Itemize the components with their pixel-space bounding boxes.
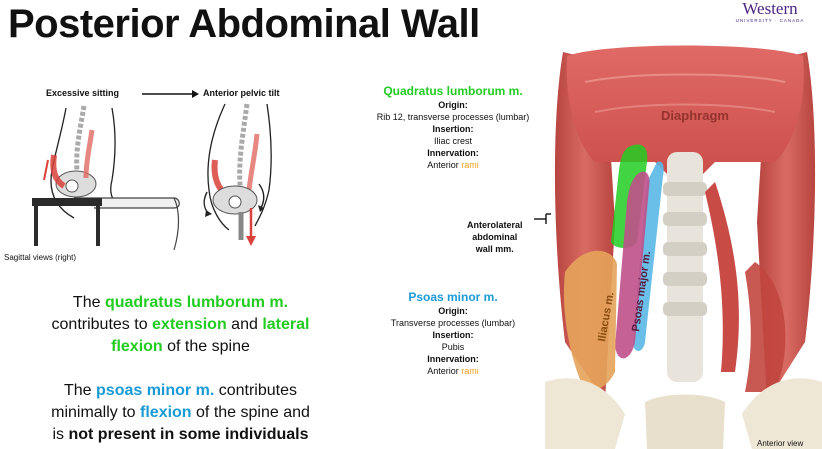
not-present-highlight: not present in some individuals bbox=[68, 426, 309, 443]
text-part: The bbox=[72, 294, 105, 311]
logo-name: Western bbox=[742, 0, 798, 18]
label-line: Anterolateral bbox=[467, 220, 523, 230]
origin-label: Origin: bbox=[438, 100, 468, 110]
label-line: wall mm. bbox=[475, 244, 514, 254]
psoas-heading: Psoas minor m. bbox=[408, 290, 498, 304]
origin-label: Origin: bbox=[438, 306, 468, 316]
origin-value: Rib 12, transverse processes (lumbar) bbox=[376, 112, 530, 122]
anterior-pelvic-tilt-label: Anterior pelvic tilt bbox=[203, 88, 280, 98]
flexion-highlight: flexion bbox=[140, 404, 192, 421]
sagittal-views-caption: Sagittal views (right) bbox=[4, 253, 77, 262]
pelvic-tilt-illustration bbox=[203, 103, 272, 246]
page-title: Posterior Abdominal Wall bbox=[8, 2, 480, 46]
anterolateral-wall-label: Anterolateral abdominal wall mm. bbox=[467, 219, 523, 255]
insertion-label: Insertion: bbox=[432, 124, 474, 134]
text-part: and bbox=[226, 316, 263, 333]
innervation-label: Innervation: bbox=[427, 148, 479, 158]
flexion-highlight: flexion bbox=[111, 338, 163, 355]
quadratus-function-text: The quadratus lumborum m. contributes to… bbox=[18, 292, 343, 358]
diaphragm-label: Diaphragm bbox=[661, 108, 729, 123]
sitting-posture-illustration bbox=[32, 105, 180, 250]
quadratus-highlight: quadratus lumborum m. bbox=[104, 294, 289, 311]
rami-highlight: rami bbox=[461, 366, 479, 376]
text-part: is bbox=[52, 426, 69, 443]
posterior-abdominal-wall-figure: Diaphragm Iliacus m. Psoas major m. bbox=[545, 42, 822, 449]
text-part: of the spine and bbox=[191, 404, 310, 421]
innervation-label: Innervation: bbox=[427, 354, 479, 364]
text-part: The bbox=[64, 382, 97, 399]
psoas-function-text: The psoas minor m. contributes minimally… bbox=[18, 380, 343, 446]
logo-subtitle: UNIVERSITY · CANADA bbox=[735, 18, 805, 23]
quadratus-info-block: Quadratus lumborum m. Origin: Rib 12, tr… bbox=[338, 84, 568, 171]
quadratus-heading: Quadratus lumborum m. bbox=[383, 84, 523, 98]
extension-highlight: extension bbox=[152, 316, 227, 333]
pointer-bracket-icon bbox=[534, 213, 551, 224]
excessive-sitting-label: Excessive sitting bbox=[46, 88, 120, 98]
text-part: contributes bbox=[214, 382, 297, 399]
arrow-right-icon bbox=[142, 90, 199, 98]
insertion-value: Iliac crest bbox=[433, 136, 472, 146]
psoas-info-block: Psoas minor m. Origin: Transverse proces… bbox=[338, 290, 568, 377]
text-part: Anterior bbox=[427, 366, 459, 376]
rami-highlight: rami bbox=[461, 160, 479, 170]
origin-value: Transverse processes (lumbar) bbox=[390, 318, 516, 328]
text-part: minimally to bbox=[51, 404, 141, 421]
label-line: abdominal bbox=[472, 232, 518, 242]
lateral-highlight: lateral bbox=[262, 316, 310, 333]
text-part: Anterior bbox=[427, 160, 459, 170]
text-part: of the spine bbox=[162, 338, 250, 355]
insertion-label: Insertion: bbox=[432, 330, 474, 340]
innervation-value: Anterior rami bbox=[338, 365, 568, 377]
psoas-highlight: psoas minor m. bbox=[96, 382, 215, 399]
insertion-value: Pubis bbox=[441, 342, 465, 352]
anterior-view-caption: Anterior view bbox=[757, 439, 804, 448]
university-logo: Western UNIVERSITY · CANADA bbox=[724, 0, 816, 26]
innervation-value: Anterior rami bbox=[338, 159, 568, 171]
text-part: contributes to bbox=[51, 316, 153, 333]
